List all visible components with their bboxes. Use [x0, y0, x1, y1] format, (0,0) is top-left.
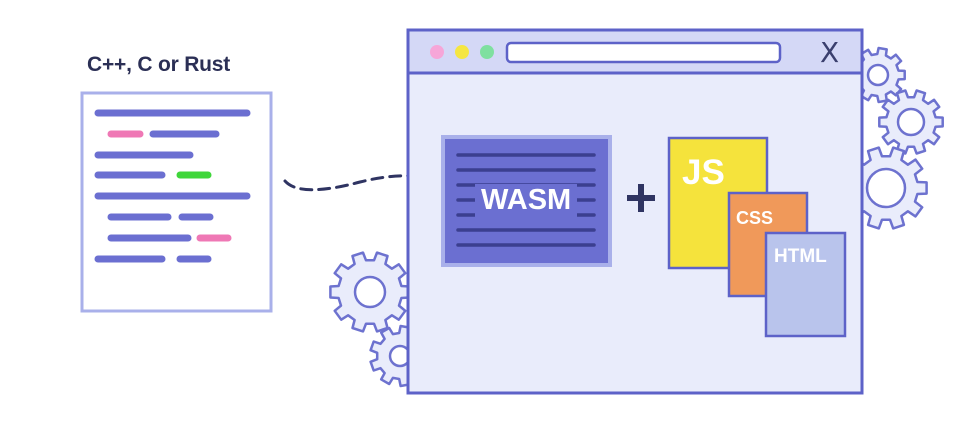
js-file-label: JS — [682, 153, 725, 192]
source-code-card — [80, 91, 273, 313]
window-dot-green-icon — [480, 45, 494, 59]
css-file-label: CSS — [736, 208, 774, 228]
gear-icon — [329, 251, 411, 333]
window-dot-yellow-icon — [455, 45, 469, 59]
code-lines — [94, 109, 251, 263]
gears-group — [329, 46, 944, 388]
wasm-label: WASM — [475, 184, 578, 217]
address-bar — [505, 41, 782, 64]
close-icon[interactable]: X — [820, 36, 840, 69]
source-language-title: C++, C or Rust — [87, 53, 231, 76]
source-code-card-frame — [80, 91, 273, 313]
plus-icon — [627, 184, 655, 212]
window-dot-pink-icon — [430, 45, 444, 59]
html-file — [764, 231, 847, 338]
html-file-label: HTML — [774, 246, 827, 267]
gear-icon — [878, 89, 944, 155]
gear-icon — [844, 146, 928, 230]
